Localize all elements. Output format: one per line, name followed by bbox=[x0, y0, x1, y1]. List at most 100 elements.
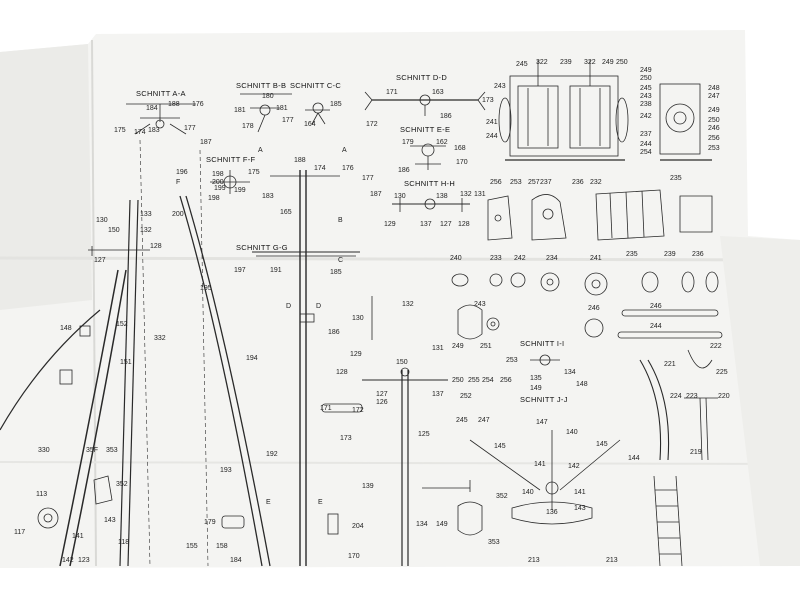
winch-frame bbox=[509, 75, 619, 157]
part-number-label: 239 bbox=[560, 59, 572, 66]
drawing-stroke bbox=[595, 189, 665, 241]
part-number-label: 174 bbox=[314, 165, 326, 172]
header-cc: SCHNITT C-C bbox=[290, 81, 341, 90]
drawing-stroke bbox=[531, 194, 567, 241]
header-dd: SCHNITT D-D bbox=[396, 73, 447, 82]
part-number-label: 250 bbox=[640, 75, 652, 82]
drawing-stroke bbox=[469, 439, 541, 491]
part-number-label: 238 bbox=[640, 101, 652, 108]
part-number-label: 253 bbox=[510, 179, 522, 186]
letter-f: F bbox=[176, 179, 180, 186]
drawing-stroke bbox=[311, 112, 319, 125]
drawing-stroke bbox=[510, 272, 526, 288]
part-number-label: 118 bbox=[118, 539, 129, 546]
part-number-label: 137 bbox=[420, 221, 432, 228]
part-number-label: 253 bbox=[708, 145, 720, 152]
drawing-stroke bbox=[498, 97, 512, 143]
fold-line-h bbox=[0, 256, 800, 262]
drawing-stroke bbox=[0, 309, 101, 431]
part-number-label: 129 bbox=[384, 221, 396, 228]
part-number-label: 178 bbox=[242, 123, 254, 130]
letter-c: C bbox=[338, 257, 343, 264]
header-hh: SCHNITT H-H bbox=[404, 179, 455, 188]
part-number-label: 185 bbox=[330, 101, 342, 108]
part-number-label: 171 bbox=[386, 89, 398, 96]
drawing-stroke bbox=[542, 208, 554, 220]
part-number-label: 175 bbox=[248, 169, 260, 176]
winch-side-wheel bbox=[665, 103, 695, 133]
part-number-label: 132 bbox=[402, 301, 414, 308]
drawing-stroke bbox=[457, 501, 483, 536]
part-number-label: 241 bbox=[590, 255, 602, 262]
part-number-label: 246 bbox=[650, 303, 662, 310]
drawing-stroke bbox=[79, 325, 91, 337]
curved-mast-left bbox=[59, 269, 119, 567]
part-number-label: 177 bbox=[282, 117, 294, 124]
aa-ring bbox=[155, 119, 165, 129]
part-number-label: 236 bbox=[572, 179, 584, 186]
part-number-label: 142 bbox=[62, 557, 74, 564]
drawing-stroke bbox=[653, 475, 661, 567]
part-number-label: 245 bbox=[456, 417, 468, 424]
letter-a2: A bbox=[342, 147, 347, 154]
part-number-label: 213 bbox=[528, 557, 540, 564]
part-number-label: 143 bbox=[104, 517, 116, 524]
part-number-label: 127 bbox=[376, 391, 388, 398]
part-number-label: 249 bbox=[640, 67, 652, 74]
drawing-stroke bbox=[625, 191, 629, 239]
part-number-label: 173 bbox=[340, 435, 352, 442]
part-number-label: 127 bbox=[440, 221, 452, 228]
part-number-label: 188 bbox=[168, 101, 180, 108]
part-number-label: 247 bbox=[478, 417, 490, 424]
drawing-stroke bbox=[545, 481, 559, 495]
part-number-label: 186 bbox=[440, 113, 452, 120]
part-number-label: 235 bbox=[626, 251, 638, 258]
part-number-label: 247 bbox=[708, 93, 720, 100]
part-number-label: 186 bbox=[398, 167, 410, 174]
letter-a: A bbox=[258, 147, 263, 154]
drawing-stroke bbox=[364, 91, 373, 101]
part-number-label: 148 bbox=[60, 325, 72, 332]
part-number-label: 199 bbox=[234, 187, 246, 194]
drawing-stroke bbox=[609, 192, 613, 239]
part-number-label: 242 bbox=[514, 255, 526, 262]
part-number-label: 129 bbox=[350, 351, 362, 358]
part-number-label: 181 bbox=[234, 107, 246, 114]
part-number-label: 150 bbox=[396, 359, 408, 366]
part-number-label: 188 bbox=[294, 157, 306, 164]
part-number-label: 137 bbox=[432, 391, 444, 398]
drawing-stroke bbox=[615, 97, 629, 143]
drawing-stroke bbox=[641, 190, 645, 238]
part-number-label: 141 bbox=[534, 461, 546, 468]
part-labels: 184 188 176 175 174 183 177 187 180 181 … bbox=[14, 59, 730, 564]
header-ee: SCHNITT E-E bbox=[400, 125, 450, 134]
part-number-label: 180 bbox=[262, 93, 274, 100]
part-number-label: 138 bbox=[436, 193, 448, 200]
part-number-label: 132 bbox=[460, 191, 472, 198]
part-number-label: 179 bbox=[402, 139, 414, 146]
part-number-label: 251 bbox=[480, 343, 492, 350]
part-number-label: 255 bbox=[468, 377, 480, 384]
part-number-label: 35F bbox=[86, 447, 98, 454]
part-number-label: 177 bbox=[362, 175, 374, 182]
part-number-label: 186 bbox=[328, 329, 340, 336]
part-number-label: 222 bbox=[710, 343, 722, 350]
drawing-stroke bbox=[37, 507, 59, 529]
part-number-label: 172 bbox=[366, 121, 378, 128]
drawing-stroke bbox=[321, 403, 363, 413]
part-number-label: 184 bbox=[230, 557, 242, 564]
part-number-label: 197 bbox=[234, 267, 246, 274]
part-number-label: 198 bbox=[208, 195, 220, 202]
part-number-label: 134 bbox=[416, 521, 428, 528]
part-number-label: 250 bbox=[708, 117, 720, 124]
drawing-stroke bbox=[639, 359, 662, 461]
drawing-stroke bbox=[59, 369, 73, 385]
part-number-label: 134 bbox=[564, 369, 576, 376]
drawing-stroke bbox=[699, 397, 703, 461]
drawing-stroke bbox=[647, 359, 670, 461]
part-number-label: 243 bbox=[474, 301, 486, 308]
part-number-label: 256 bbox=[500, 377, 512, 384]
drawing-stroke bbox=[317, 112, 326, 125]
drawing-stroke bbox=[486, 317, 500, 331]
